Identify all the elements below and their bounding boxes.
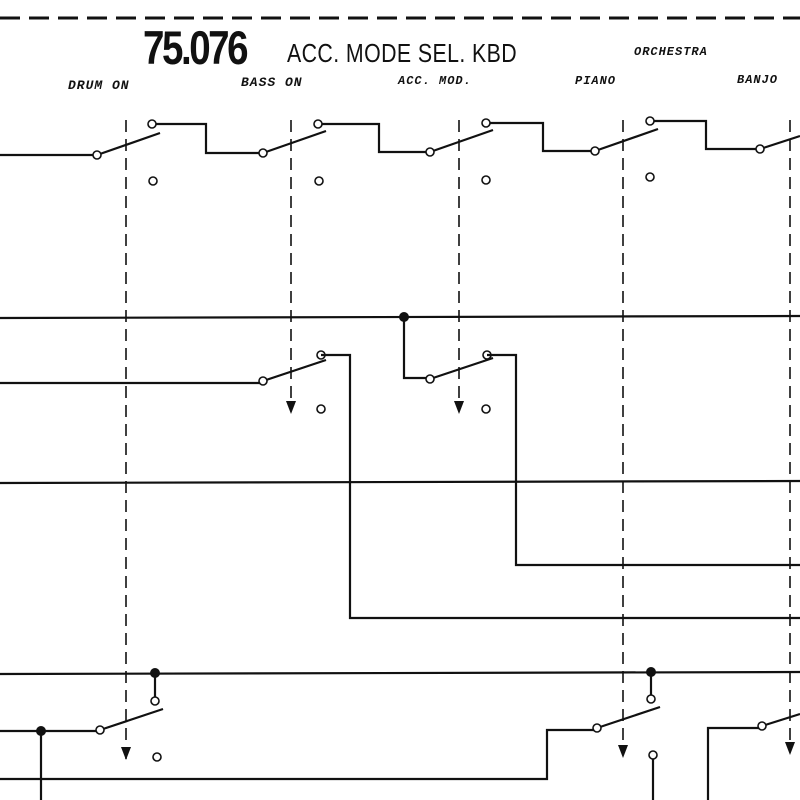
part-number: 75.076: [143, 21, 249, 74]
plunger-arrows: [121, 401, 795, 760]
switch-label-piano: PIANO: [575, 74, 617, 88]
switch-label-bass-on: BASS ON: [241, 75, 303, 90]
switch-label-banjo: BANJO: [737, 73, 779, 87]
switch-row-3: [0, 667, 800, 800]
group-label-orchestra: ORCHESTRA: [634, 45, 708, 59]
bus-line-2: [0, 479, 800, 485]
schematic-title: ACC. MODE SEL. KBD: [287, 38, 518, 68]
switch-label-acc-mod: ACC. MOD.: [398, 74, 472, 88]
switch-row-2: [0, 312, 800, 620]
key-plungers: [125, 120, 791, 760]
switch-label-drum-on: DRUM ON: [68, 78, 130, 93]
switch-row-1: [0, 116, 800, 186]
